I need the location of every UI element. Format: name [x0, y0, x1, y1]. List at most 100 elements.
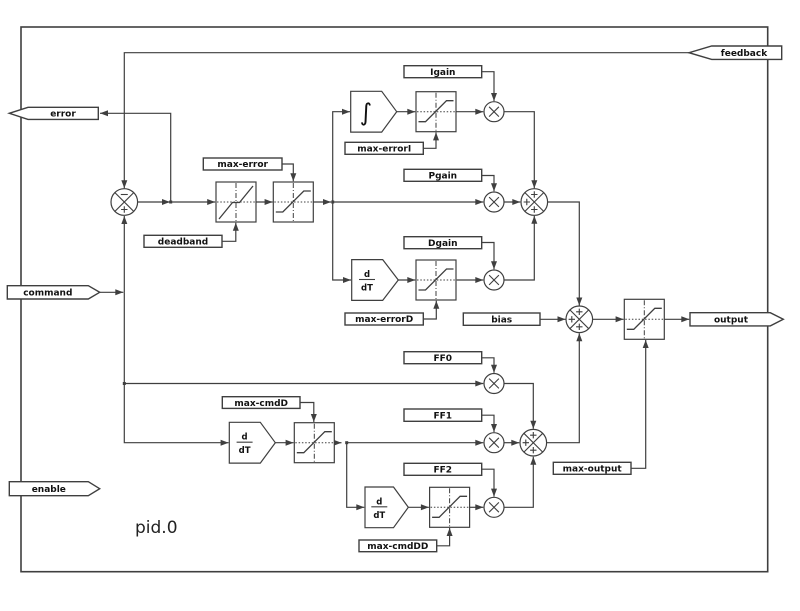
plus-sign	[531, 206, 538, 213]
wire-ff0-drop	[481, 357, 497, 373]
wire-ff2-drop	[481, 468, 497, 497]
param-box-igain: Igain	[403, 64, 483, 79]
svg-text:deadband: deadband	[158, 238, 208, 248]
plus-sign	[530, 432, 537, 439]
times-icon	[488, 274, 500, 286]
svg-text:FF2: FF2	[434, 466, 453, 476]
times-icon	[488, 106, 500, 117]
svg-text:Igain: Igain	[430, 68, 455, 78]
branch-dot	[122, 382, 126, 385]
wire-ff1-drop	[481, 414, 497, 432]
component-name: pid.0	[135, 518, 178, 538]
wire-i-to-pid-sum	[504, 111, 538, 189]
svg-text:feedback: feedback	[721, 49, 768, 59]
svg-text:dT: dT	[239, 446, 251, 456]
branch-dot	[331, 200, 335, 204]
wire-pid-to-bias-sum	[547, 201, 583, 306]
branch-dot	[169, 200, 173, 204]
multiply-ff2	[483, 496, 505, 518]
wire-to-cmddd-derivative	[346, 442, 365, 511]
svg-text:max-error: max-error	[217, 160, 268, 170]
wire-to-integrator	[332, 108, 350, 202]
wire-max-errorD-rise	[423, 300, 440, 320]
param-box-deadband: deadband	[143, 234, 223, 249]
svg-text:d: d	[376, 497, 382, 507]
derivative-block-error: d dT	[351, 259, 400, 301]
max-output-limit-block	[623, 298, 665, 340]
integral-symbol: ∫	[360, 99, 373, 127]
svg-text:error: error	[50, 110, 76, 120]
wire-dgain-drop	[481, 241, 497, 270]
svg-text:command: command	[23, 289, 72, 299]
param-box-ff0: FF0	[403, 351, 483, 365]
plus-sign	[568, 316, 575, 323]
svg-text:enable: enable	[32, 485, 66, 495]
ff-sum-junction	[519, 428, 548, 457]
times-icon	[488, 196, 500, 208]
integrator-block: ∫	[350, 90, 398, 133]
param-box-max-cmdDD: max-cmdDD	[358, 539, 438, 553]
cross-lines	[523, 432, 544, 453]
svg-text:bias: bias	[491, 315, 512, 325]
svg-text:Dgain: Dgain	[428, 239, 457, 249]
plus-sign	[523, 198, 530, 206]
param-box-ff1: FF1	[403, 408, 483, 423]
port-feedback: feedback	[686, 45, 783, 61]
max-error-limit-block	[272, 181, 314, 223]
wire-ff2-to-ff-sum	[504, 456, 537, 508]
max-cmdD-limit-block	[293, 422, 335, 464]
wire-max-cmdDD-rise	[436, 528, 453, 547]
svg-text:Pgain: Pgain	[428, 172, 457, 182]
param-box-max-error: max-error	[202, 157, 283, 171]
plus-sign	[576, 323, 583, 330]
wire-to-d-derivative	[332, 202, 351, 283]
param-box-max-errorD: max-errorD	[344, 312, 425, 326]
branch-dot	[345, 441, 349, 445]
deadband-block	[215, 181, 257, 223]
wire-igain-drop	[481, 71, 497, 101]
cross-lines	[524, 192, 545, 212]
max-errorD-limit-block	[415, 259, 457, 301]
times-icon	[488, 502, 500, 513]
bias-sum-junction	[565, 305, 594, 334]
param-box-max-cmdD: max-cmdD	[221, 396, 301, 410]
svg-text:dT: dT	[361, 284, 373, 294]
times-icon	[488, 378, 500, 389]
wire-feedback	[121, 52, 689, 189]
plus-sign	[531, 191, 538, 198]
param-box-dgain: Dgain	[403, 235, 483, 250]
multiply-igain	[483, 101, 505, 123]
port-error: error	[7, 106, 100, 121]
plus-sign	[522, 439, 529, 446]
multiply-ff0	[483, 372, 505, 395]
svg-text:max-cmdDD: max-cmdDD	[367, 542, 428, 552]
svg-text:FF1: FF1	[434, 411, 453, 421]
multiply-dgain	[483, 269, 505, 291]
param-box-ff2: FF2	[403, 462, 483, 476]
pid-sum-junction	[520, 188, 549, 216]
derivative-block-command: d dT	[228, 421, 277, 464]
derivative-block-command2: d dT	[364, 486, 410, 529]
svg-text:dT: dT	[373, 511, 385, 521]
svg-text:max-errorI: max-errorI	[357, 145, 411, 155]
wire-max-cmdD-drop	[300, 401, 317, 422]
times-icon	[488, 437, 500, 448]
max-cmdDD-limit-block	[428, 486, 471, 528]
wire-error-tap	[100, 110, 172, 202]
svg-text:output: output	[714, 316, 749, 326]
wire-d-to-pid-sum	[504, 215, 538, 281]
svg-text:max-cmdD: max-cmdD	[234, 399, 288, 409]
multiply-ff1	[483, 432, 505, 454]
wire-max-errorI-rise	[423, 132, 439, 149]
cross-lines	[114, 192, 135, 212]
wire-pgain-drop	[481, 174, 497, 192]
svg-text:d: d	[242, 433, 248, 443]
plus-sign	[576, 308, 583, 315]
svg-text:FF0: FF0	[434, 354, 453, 364]
wire-deadband-rise	[222, 222, 239, 242]
plus-sign	[530, 447, 537, 454]
port-enable: enable	[8, 481, 102, 497]
wire-command-to-derivative	[123, 292, 229, 446]
